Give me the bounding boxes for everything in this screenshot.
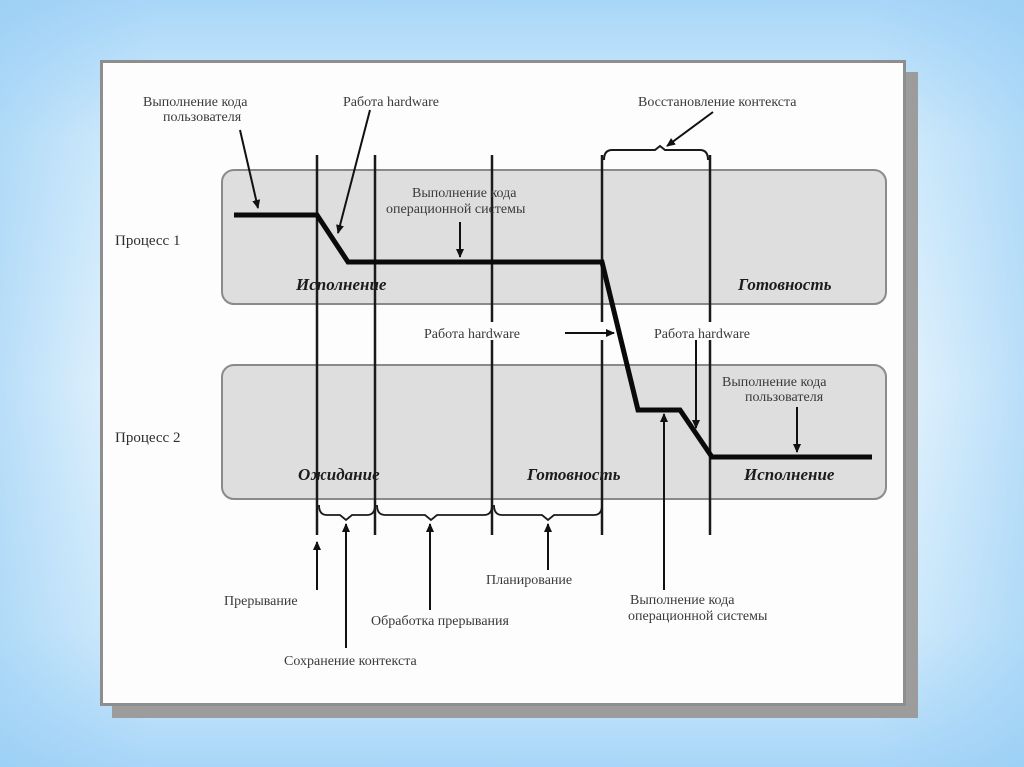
state-p2-executing: Исполнение xyxy=(743,465,835,484)
process-2-label: Процесс 2 xyxy=(115,430,180,446)
execution-trace xyxy=(234,212,872,460)
label-user-code-2-line2: пользователя xyxy=(745,390,824,405)
process-1-label: Процесс 1 xyxy=(115,233,180,249)
arrow-hw-1 xyxy=(336,109,371,234)
label-os-code-2-line1: Выполнение кода xyxy=(630,593,735,608)
arrow-user-code-1 xyxy=(239,129,261,209)
arrow-context-restore xyxy=(666,111,714,147)
state-p1-ready: Готовность xyxy=(737,275,832,294)
brace-context-save xyxy=(318,504,376,522)
label-user-code-1-line2: пользователя xyxy=(163,110,242,125)
label-user-code-2-line1: Выполнение кода xyxy=(722,375,827,390)
label-hw-1: Работа hardware xyxy=(343,95,439,110)
process-1-box xyxy=(221,169,887,305)
process-2-box xyxy=(221,364,887,500)
brace-interrupt-handling xyxy=(376,504,493,522)
label-context-restore: Восстановление контекста xyxy=(638,95,797,110)
context-restore-brace xyxy=(603,144,709,161)
brace-scheduling xyxy=(493,504,603,522)
label-context-save: Сохранение контекста xyxy=(284,654,417,669)
label-os-code-line2: операционной системы xyxy=(386,202,526,217)
label-os-code-2-line2: операционной системы xyxy=(628,609,768,624)
label-os-code-line1: Выполнение кода xyxy=(412,186,517,201)
state-p1-executing: Исполнение xyxy=(295,275,387,294)
label-scheduling: Планирование xyxy=(486,573,572,588)
label-hw-3: Работа hardware xyxy=(654,327,750,342)
label-user-code-1-line1: Выполнение кода xyxy=(143,95,248,110)
state-p2-waiting: Ожидание xyxy=(298,465,380,484)
state-p2-ready: Готовность xyxy=(526,465,621,484)
label-interrupt-handling: Обработка прерывания xyxy=(371,614,510,629)
label-interrupt: Прерывание xyxy=(224,594,298,609)
label-hw-2: Работа hardware xyxy=(424,327,520,342)
